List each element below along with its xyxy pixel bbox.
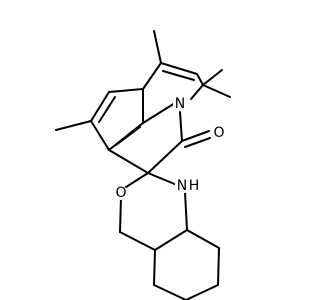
bond bbox=[119, 196, 122, 233]
bond bbox=[185, 284, 219, 300]
atom-o1-group: O bbox=[212, 125, 226, 141]
bond bbox=[98, 96, 116, 123]
atom-o2-label: O bbox=[115, 185, 126, 201]
bond bbox=[179, 111, 183, 142]
bond bbox=[108, 149, 149, 174]
atom-nh-group: N H bbox=[175, 178, 201, 194]
bond bbox=[90, 91, 110, 122]
bond bbox=[122, 172, 149, 190]
bond bbox=[153, 284, 187, 300]
bond bbox=[154, 229, 188, 251]
atom-o1-label: O bbox=[213, 125, 224, 141]
bond bbox=[217, 247, 220, 286]
atom-n1-background bbox=[173, 97, 187, 111]
bond bbox=[160, 62, 198, 75]
atom-nh-hydrogen: H bbox=[189, 178, 200, 194]
atom-o2-group: O bbox=[114, 185, 128, 201]
bond bbox=[184, 137, 211, 148]
bond bbox=[184, 191, 188, 231]
bond bbox=[190, 84, 204, 100]
bond bbox=[119, 231, 156, 251]
atom-o2-background bbox=[114, 186, 128, 200]
atom-labels: N O O N H bbox=[114, 96, 226, 201]
bond bbox=[196, 73, 204, 86]
bond bbox=[142, 62, 162, 90]
bond bbox=[108, 88, 144, 93]
bond bbox=[202, 84, 231, 98]
bond bbox=[181, 130, 210, 142]
bond bbox=[142, 102, 176, 124]
bond bbox=[153, 249, 156, 286]
atom-n1-group: N bbox=[173, 96, 187, 112]
atom-nh-background bbox=[175, 179, 201, 193]
bond bbox=[162, 70, 195, 81]
molecule-structure-diagram: N O O N H bbox=[55, 30, 231, 300]
atom-n1-label: N bbox=[175, 96, 185, 112]
atom-o1-background bbox=[212, 126, 226, 140]
bond bbox=[115, 126, 141, 146]
bond bbox=[90, 120, 110, 151]
bond bbox=[147, 172, 178, 186]
atom-nh-label: N bbox=[177, 178, 187, 194]
bond bbox=[202, 69, 223, 86]
bond bbox=[153, 30, 162, 64]
bond bbox=[55, 120, 92, 131]
bond bbox=[147, 140, 183, 174]
bond bbox=[186, 229, 220, 249]
bond-lines bbox=[55, 30, 231, 300]
